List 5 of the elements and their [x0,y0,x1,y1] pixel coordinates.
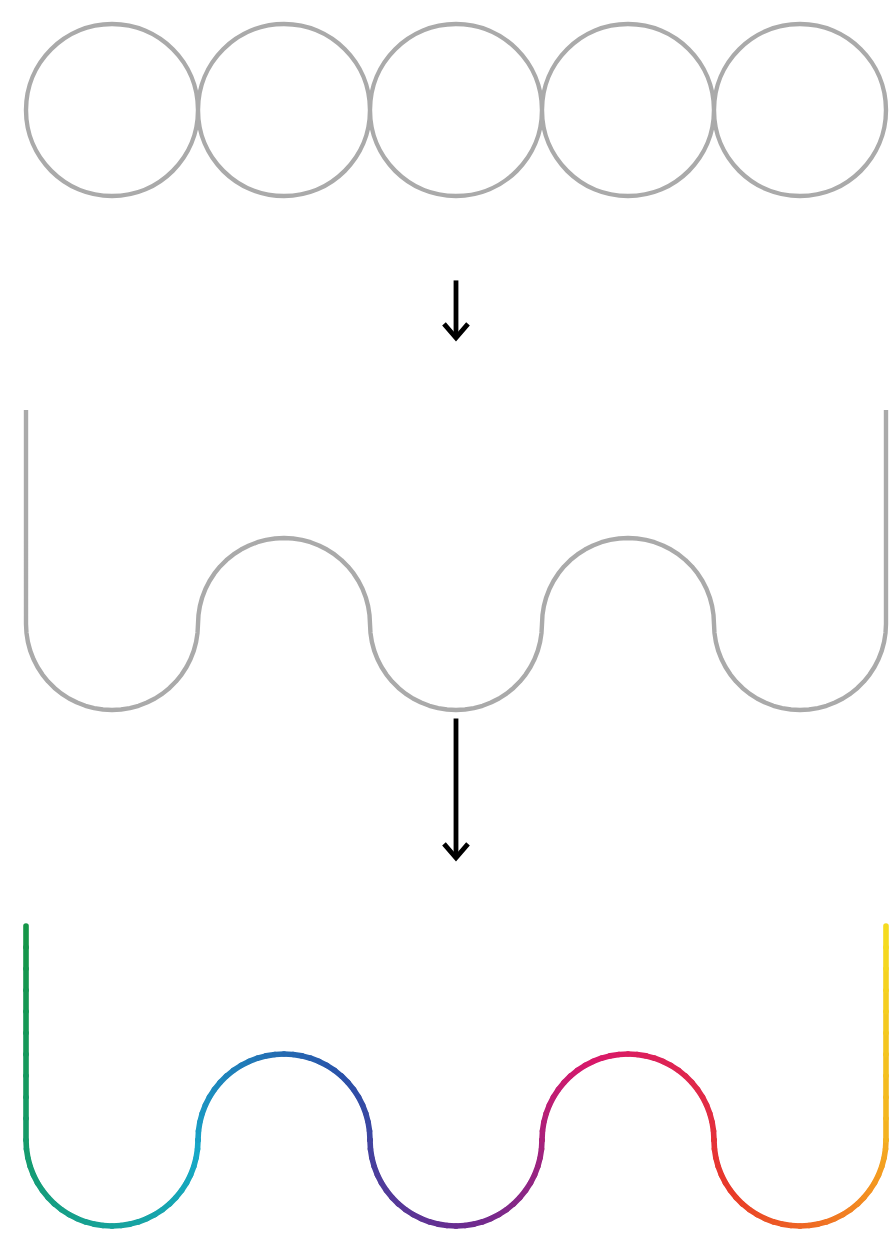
wave-line-drawing [23,410,889,713]
rainbow-wave-drawing [23,923,889,1229]
arrow [442,280,470,342]
circles-drawing [23,21,889,199]
arrow [442,718,470,862]
